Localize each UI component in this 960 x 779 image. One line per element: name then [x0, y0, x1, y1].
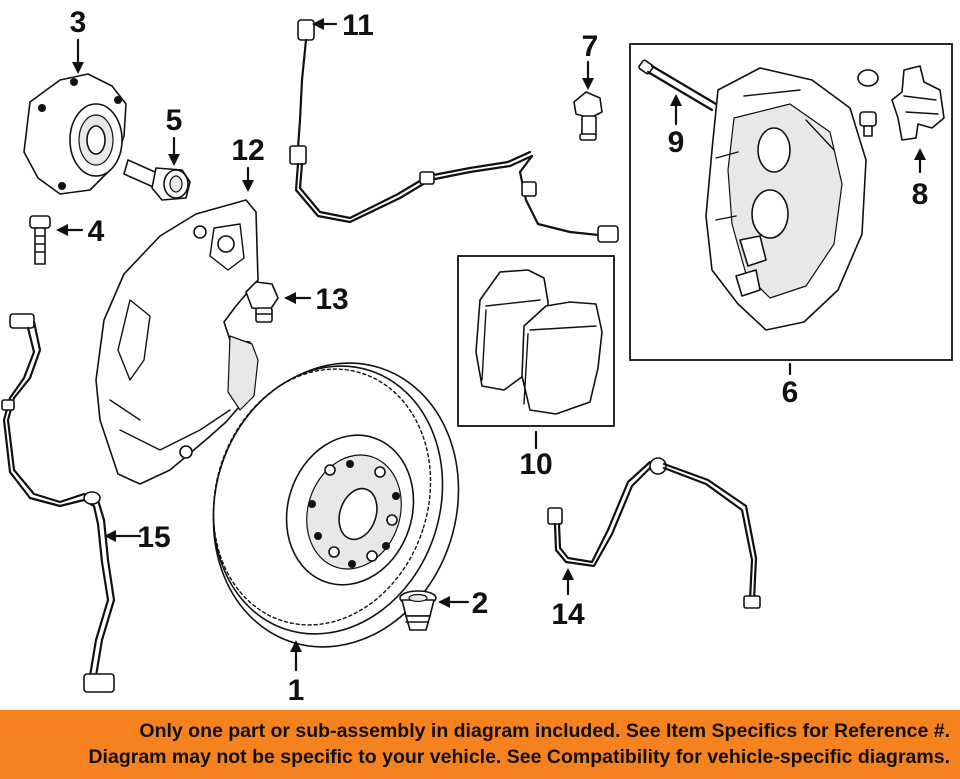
part-13-nut	[245, 281, 279, 323]
part-11-brake-wear-sensor	[289, 19, 619, 243]
part-1-brake-rotor	[212, 362, 460, 648]
callout-7: 7	[582, 30, 599, 63]
callout-12: 12	[231, 134, 264, 167]
callout-14: 14	[551, 598, 585, 631]
part-10-brake-pad-set	[457, 255, 615, 427]
callout-leaders	[56, 18, 926, 672]
callout-6: 6	[782, 376, 799, 409]
disclaimer-line-1: Only one part or sub-assembly in diagram…	[139, 720, 950, 742]
part-2-plug	[399, 590, 437, 631]
callout-2: 2	[472, 587, 489, 620]
part-15-wheel-speed-sensor	[1, 313, 116, 693]
callout-5: 5	[166, 104, 183, 137]
callout-1: 1	[288, 674, 305, 705]
part-9-caliper-bolt	[638, 59, 718, 112]
disclaimer-line-2: Diagram may not be specific to your vehi…	[88, 746, 950, 768]
part-4-bolt	[29, 215, 51, 265]
callout-9: 9	[668, 126, 685, 159]
part-6-brake-caliper	[629, 43, 953, 361]
part-12-splash-shield	[95, 199, 259, 485]
callout-15: 15	[137, 521, 170, 554]
disclaimer-banner: Only one part or sub-assembly in diagram…	[0, 710, 960, 779]
callout-10: 10	[519, 448, 552, 481]
part-7-bleeder-screw	[573, 91, 603, 141]
part-5-hub-bolt	[123, 159, 191, 201]
callout-3: 3	[70, 6, 87, 39]
part-14-brake-hose	[547, 457, 761, 609]
part-8-pad-spring	[857, 65, 945, 141]
part-3-wheel-hub	[23, 73, 127, 195]
callout-8: 8	[912, 178, 929, 211]
callout-4: 4	[88, 215, 105, 248]
brake-parts-diagram: 3 5 4 7 11 12 13 9 8 6 10 15 2 14 1	[1, 6, 953, 705]
callout-13: 13	[315, 283, 348, 316]
callout-11: 11	[342, 9, 374, 42]
callout-numbers: 3 5 4 7 11 12 13 9 8 6 10 15 2 14 1	[70, 6, 929, 705]
